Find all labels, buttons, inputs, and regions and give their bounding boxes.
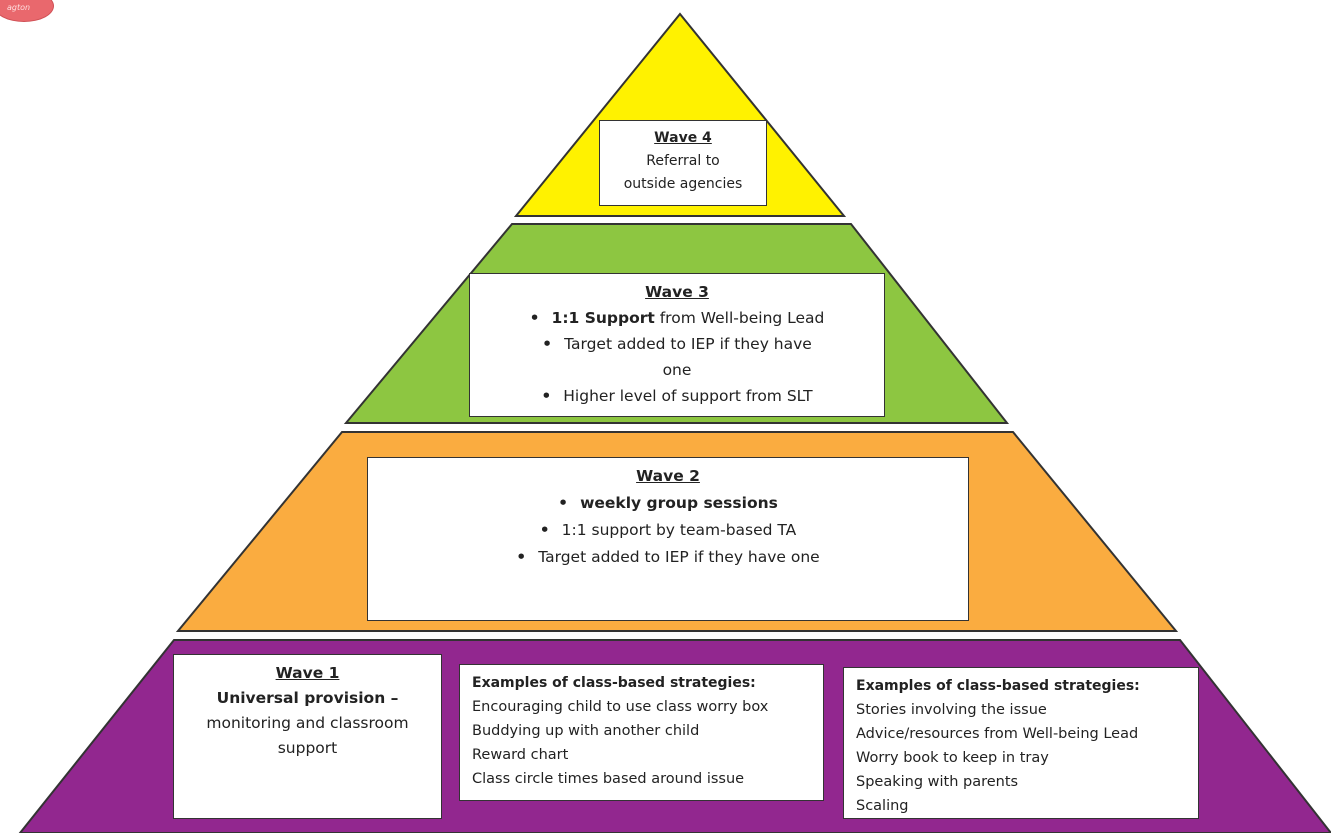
- wave4-line-1: Referral to: [646, 153, 720, 169]
- examples-left-item: Reward chart: [472, 747, 569, 763]
- examples-right-item: Advice/resources from Well-being Lead: [856, 726, 1139, 742]
- wave3-item-2-continuation: one: [662, 361, 692, 379]
- wave1-title: Wave 1: [275, 664, 340, 682]
- wave3-box: Wave 3 •1:1 Support from Well-being Lead…: [469, 273, 885, 417]
- wave3-item-1: •1:1 Support from Well-being Lead: [529, 309, 825, 327]
- wave4-line-2: outside agencies: [623, 176, 743, 192]
- examples-left-item: Class circle times based around issue: [472, 771, 745, 787]
- wave1-line-2: support: [277, 739, 338, 757]
- examples-left-box: Examples of class-based strategies: Enco…: [459, 664, 824, 801]
- wave1-box: Wave 1 Universal provision – monitoring …: [173, 654, 442, 819]
- wave4-box: Wave 4 Referral to outside agencies: [599, 120, 767, 206]
- wave3-item-2-text: Target added to IEP if they have: [564, 335, 812, 353]
- wave2-item-1: •weekly group sessions: [558, 494, 778, 512]
- wave4-title: Wave 4: [654, 130, 712, 146]
- wave2-item-1-text: weekly group sessions: [580, 494, 778, 512]
- examples-right-item: Speaking with parents: [856, 774, 1019, 790]
- wave3-item-1-text: from Well-being Lead: [654, 309, 825, 327]
- wave1-subtitle: Universal provision –: [216, 689, 399, 707]
- examples-right-heading: Examples of class-based strategies:: [856, 678, 1140, 694]
- wave1-line-1: monitoring and classroom: [206, 714, 409, 732]
- logo-text: agton: [7, 3, 31, 12]
- wave3-title: Wave 3: [645, 283, 709, 301]
- examples-left-item: Encouraging child to use class worry box: [472, 699, 769, 715]
- wave2-box: Wave 2 •weekly group sessions •1:1 suppo…: [367, 457, 969, 621]
- wave2-item-2: •1:1 support by team-based TA: [539, 521, 797, 539]
- examples-left-heading: Examples of class-based strategies:: [472, 675, 756, 691]
- wave2-title: Wave 2: [636, 467, 700, 485]
- wave2-item-3-text: Target added to IEP if they have one: [538, 548, 820, 566]
- examples-right-item: Stories involving the issue: [856, 702, 1047, 718]
- wave2-list: •weekly group sessions •1:1 support by t…: [368, 490, 968, 571]
- examples-right-item: Scaling: [856, 798, 909, 814]
- wave3-item-1-bold: 1:1 Support: [551, 309, 655, 327]
- wave3-item-3-text: Higher level of support from SLT: [563, 387, 813, 405]
- examples-left-item: Buddying up with another child: [472, 723, 700, 739]
- examples-right-item: Worry book to keep in tray: [856, 750, 1049, 766]
- examples-right-box: Examples of class-based strategies: Stor…: [843, 667, 1199, 819]
- wave2-item-2-text: 1:1 support by team-based TA: [561, 521, 797, 539]
- wave3-item-3: •Higher level of support from SLT: [541, 387, 813, 405]
- wave3-list: •1:1 Support from Well-being Lead •Targe…: [470, 305, 884, 409]
- wave2-item-3: •Target added to IEP if they have one: [516, 548, 820, 566]
- wave3-item-2: •Target added to IEP if they have: [542, 335, 812, 353]
